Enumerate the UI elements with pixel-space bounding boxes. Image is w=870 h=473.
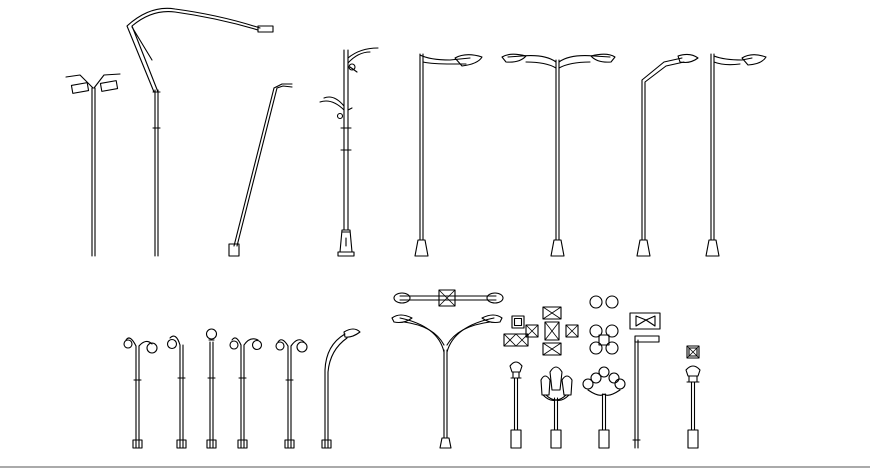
lantern-pole-multi [525,306,579,449]
garden-lamp-top-globe [205,328,218,449]
garden-lamp-twin-globe-a [123,337,158,449]
globe-cluster-pole [582,295,626,449]
pole-slanted-head [636,53,699,257]
pole-single-arm-a [414,53,483,257]
garden-lamp-twin-globe-c [229,337,263,449]
lantern-pole-a [503,315,529,449]
garden-lamp-globe-b [166,335,187,449]
pole-twin-head [65,73,121,257]
garden-lamp-twin-globe-d [275,339,308,449]
pole-ornamental-arms [319,47,379,257]
pole-single-arm-b [705,53,767,257]
pole-modern-short-arm [629,312,661,449]
pole-y-double-arm [391,289,504,449]
pole-double-arm [501,53,616,257]
lantern-pole-b [685,345,701,449]
pole-curved-arm [126,7,274,257]
garden-lamp-curved [321,328,361,449]
pole-leaning [228,83,293,257]
